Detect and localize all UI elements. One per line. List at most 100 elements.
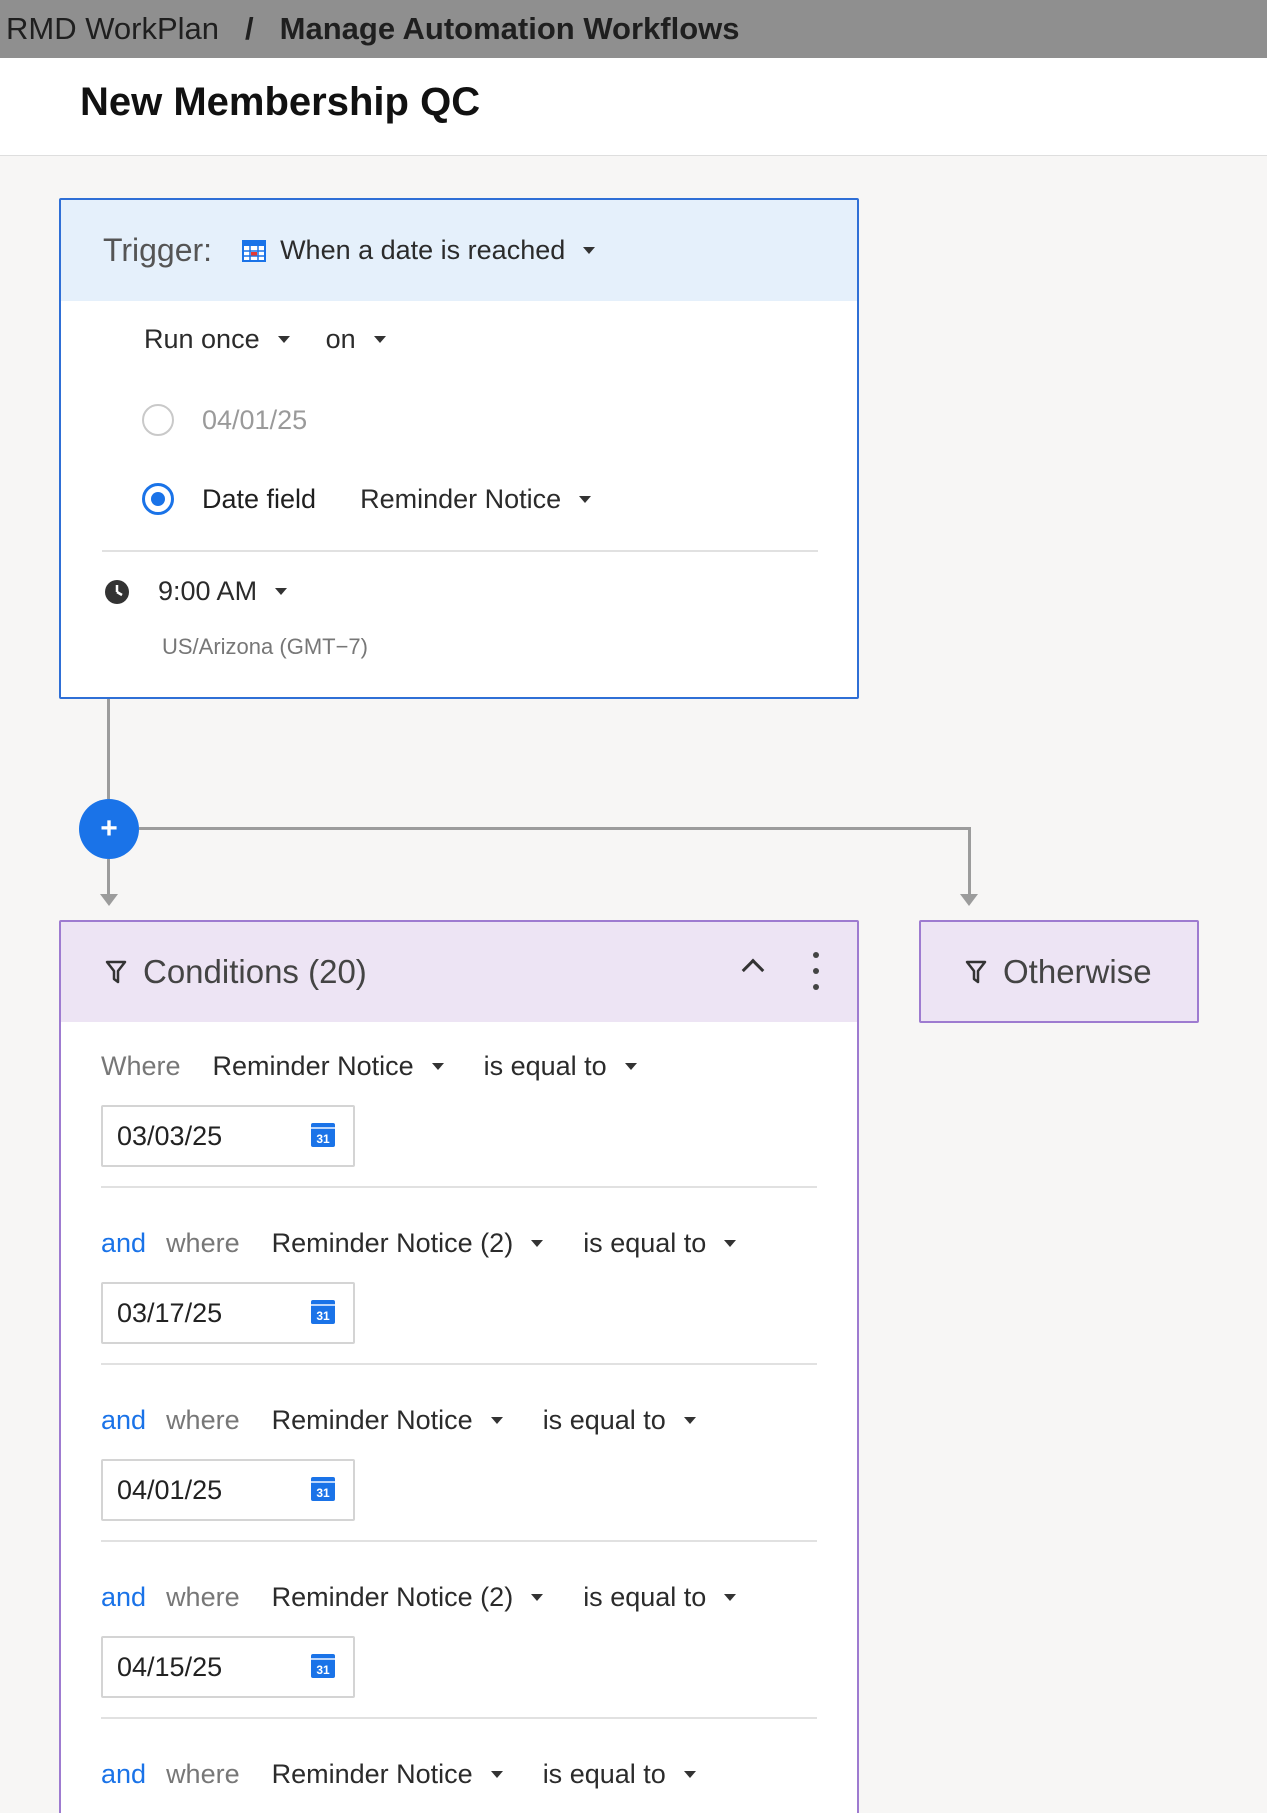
divider [101, 1363, 817, 1365]
caret-down-icon [373, 336, 386, 343]
condition-field-dropdown[interactable]: Reminder Notice (2) [272, 1228, 544, 1259]
conditions-header: Conditions (20) [61, 922, 857, 1022]
condition-date-value: 04/01/25 [117, 1474, 223, 1505]
divider [101, 1717, 817, 1719]
condition-field-dropdown[interactable]: Reminder Notice [213, 1051, 444, 1082]
plus-icon: + [100, 812, 118, 845]
breadcrumb-root-link[interactable]: RMD WorkPlan [6, 11, 220, 46]
connector-line [107, 699, 110, 799]
calendar-grid-icon [242, 239, 267, 262]
condition-field: Reminder Notice [271, 1759, 473, 1789]
condition-field-dropdown[interactable]: Reminder Notice [272, 1759, 503, 1790]
condition-date-value: 03/17/25 [117, 1297, 223, 1328]
caret-down-icon [275, 588, 288, 595]
filter-icon [965, 960, 987, 983]
filter-icon [105, 960, 127, 984]
condition-where: where [166, 1759, 240, 1789]
calendar-icon[interactable]: 31 [311, 1477, 335, 1501]
breadcrumb-current: Manage Automation Workflows [279, 11, 740, 46]
caret-down-icon [624, 1063, 637, 1070]
frequency-dropdown[interactable]: Run once [144, 324, 290, 355]
caret-down-icon [431, 1063, 444, 1070]
caret-down-icon [683, 1771, 696, 1778]
divider [101, 1540, 817, 1542]
condition-conjunction[interactable]: and [101, 1228, 147, 1258]
trigger-type-dropdown[interactable]: When a date is reached [242, 235, 596, 266]
connector-line [107, 859, 110, 895]
arrow-down-icon [960, 894, 978, 906]
condition-conjunction[interactable]: and [101, 1582, 147, 1612]
chevron-up-icon[interactable] [741, 958, 765, 982]
divider [102, 550, 818, 552]
condition-field: Reminder Notice (2) [271, 1228, 514, 1258]
trigger-type-label: When a date is reached [280, 235, 566, 265]
condition-operator: is equal to [583, 1228, 707, 1258]
condition-row: Where Reminder Notice is equal to [101, 1051, 637, 1082]
caret-down-icon [490, 1417, 503, 1424]
divider [101, 1186, 817, 1188]
condition-date-input[interactable]: 04/15/25 31 [101, 1636, 355, 1698]
caret-down-icon [531, 1240, 544, 1247]
conditions-card: Conditions (20) Where Reminder Notice is… [59, 920, 859, 1813]
condition-operator: is equal to [542, 1405, 666, 1435]
calendar-icon[interactable]: 31 [311, 1300, 335, 1324]
caret-down-icon [583, 247, 596, 254]
condition-operator: is equal to [483, 1051, 607, 1081]
condition-operator-dropdown[interactable]: is equal to [543, 1405, 696, 1436]
condition-conjunction[interactable]: and [101, 1405, 147, 1435]
fixed-date-radio[interactable] [142, 404, 174, 436]
caret-down-icon [724, 1240, 737, 1247]
connector-line [968, 827, 971, 895]
condition-date-input[interactable]: 03/17/25 31 [101, 1282, 355, 1344]
condition-where: where [166, 1228, 240, 1258]
otherwise-card[interactable]: Otherwise [919, 920, 1199, 1023]
condition-operator-dropdown[interactable]: is equal to [583, 1228, 737, 1259]
condition-date-value: 04/15/25 [117, 1651, 223, 1682]
condition-conjunction[interactable]: and [101, 1759, 147, 1789]
condition-row: and where Reminder Notice (2) is equal t… [101, 1582, 737, 1613]
date-field-value: Reminder Notice [360, 483, 562, 514]
date-field-radio[interactable] [142, 483, 174, 515]
condition-operator: is equal to [583, 1582, 707, 1612]
page-title[interactable]: New Membership QC [80, 80, 481, 124]
condition-row: and where Reminder Notice (2) is equal t… [101, 1228, 737, 1259]
condition-row: and where Reminder Notice is equal to [101, 1759, 696, 1790]
more-options-icon[interactable] [813, 952, 819, 990]
condition-operator-dropdown[interactable]: is equal to [484, 1051, 637, 1082]
conditions-title: Conditions (20) [143, 953, 367, 990]
fixed-date-label: 04/01/25 [202, 404, 308, 435]
date-field-dropdown[interactable]: Reminder Notice [360, 483, 592, 515]
clock-icon [105, 579, 129, 604]
condition-field: Reminder Notice [271, 1405, 473, 1435]
condition-where: where [166, 1405, 240, 1435]
condition-where: where [166, 1582, 240, 1612]
condition-operator-dropdown[interactable]: is equal to [583, 1582, 737, 1613]
preposition-dropdown[interactable]: on [326, 324, 386, 355]
condition-date-input[interactable]: 03/03/25 31 [101, 1105, 355, 1167]
page-header: New Membership QC [0, 58, 1267, 156]
condition-date-input[interactable]: 04/01/25 31 [101, 1459, 355, 1521]
caret-down-icon [277, 336, 290, 343]
condition-operator: is equal to [542, 1759, 666, 1789]
caret-down-icon [724, 1594, 737, 1601]
condition-operator-dropdown[interactable]: is equal to [543, 1759, 696, 1790]
condition-where: Where [101, 1051, 181, 1081]
condition-field: Reminder Notice [212, 1051, 414, 1081]
calendar-icon[interactable]: 31 [311, 1123, 335, 1147]
condition-field-dropdown[interactable]: Reminder Notice [272, 1405, 503, 1436]
caret-down-icon [683, 1417, 696, 1424]
calendar-icon[interactable]: 31 [311, 1654, 335, 1678]
time-value: 9:00 AM [158, 576, 258, 606]
trigger-label: Trigger: [103, 232, 213, 268]
trigger-card: Trigger: When a date is reached Run once… [59, 198, 859, 699]
arrow-down-icon [100, 894, 118, 906]
add-step-button[interactable]: + [79, 799, 139, 859]
preposition-label: on [325, 324, 356, 354]
condition-field-dropdown[interactable]: Reminder Notice (2) [272, 1582, 544, 1613]
condition-row: and where Reminder Notice is equal to [101, 1405, 696, 1436]
time-dropdown[interactable]: 9:00 AM [158, 576, 288, 607]
date-field-label: Date field [202, 483, 317, 514]
condition-date-value: 03/03/25 [117, 1120, 223, 1151]
condition-field: Reminder Notice (2) [271, 1582, 514, 1612]
breadcrumb-separator: / [245, 11, 254, 46]
